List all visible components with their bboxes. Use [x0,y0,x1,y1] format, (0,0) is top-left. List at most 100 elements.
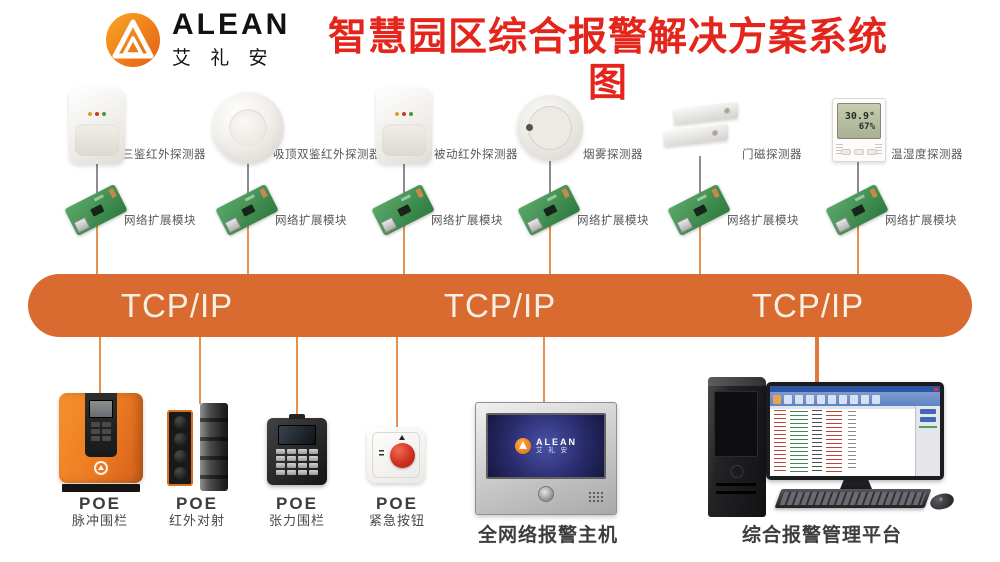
tension-screen [278,425,316,445]
alean-logo-icon [106,13,160,67]
connector-line [549,156,551,212]
label-marks [379,450,384,458]
led-indicators [395,112,413,116]
host-label: 全网络报警主机 [477,525,618,546]
tower-front-panel [714,391,758,457]
poe-ir-beam-device [167,403,233,491]
fence-base [62,484,140,492]
vent-grille [875,144,882,156]
connector-line [403,156,405,212]
beam-tower-front [167,410,193,486]
toolbar-icon [839,394,847,404]
module-label: 网络扩展模块 [275,215,347,227]
brand-name-cn: 艾 礼 安 [172,48,275,69]
network-alarm-host-device: ALEAN 艾 礼 安 [475,402,617,515]
detector-label: 三鉴红外探测器 [122,149,206,161]
detector-label: 烟雾探测器 [583,149,643,161]
toolbar-icon [850,394,858,404]
keyboard [774,489,932,508]
button-plate [372,432,420,478]
connector-line [396,337,398,428]
module-label: 网络扩展模块 [885,215,957,227]
toolbar-icon [828,394,836,404]
brand-logo: ALEAN 艾 礼 安 [104,10,290,70]
host-brand-name: ALEAN [536,437,577,447]
fence-screen [89,400,113,418]
led-indicators [88,112,106,116]
detector-pir-triple [69,88,125,164]
poe-device-label: POE 脉冲围栏 [60,495,140,529]
door-contact-bar [664,123,728,147]
app-toolbar [770,392,940,406]
arrow-mark [399,435,405,440]
host-round-button [538,486,554,502]
poe-label-line1: POE [276,494,318,513]
tcpip-label: TCP/IP [751,287,865,324]
detector-temp-humidity: 30.9° 67% [832,98,886,162]
poe-label-line2: 张力围栏 [268,513,325,528]
lcd-display: 30.9° 67% [837,103,881,139]
module-label: 网络扩展模块 [124,215,196,227]
poe-label-line1: POE [176,494,218,513]
tcpip-bus-bar: TCP/IP TCP/IP TCP/IP [28,274,972,337]
connector-line [99,337,101,394]
connector-line [699,156,701,212]
tcpip-label: TCP/IP [120,287,234,324]
poe-device-label: POE 红外对射 [157,495,237,529]
toolbar-icon [861,394,869,404]
connector-line [247,156,249,212]
poe-label-line2: 紧急按钮 [368,513,425,528]
poe-label-line2: 红外对射 [168,513,225,528]
tower-vent-slots [716,483,756,499]
poe-pulse-fence-device [59,393,143,492]
tcpip-label: TCP/IP [443,287,557,324]
connector-line [815,337,819,383]
detector-door-contact [664,100,742,158]
poe-emergency-button-device [367,427,425,483]
host-brand-name-cn: 艾 礼 安 [536,447,570,454]
device-buttons [841,149,877,155]
monitor-screen [770,386,940,476]
fence-control-panel [85,393,117,457]
vent-grille [836,144,843,156]
poe-device-label: POE 张力围栏 [257,495,337,529]
connector-line [296,337,298,419]
connector-line [857,208,859,276]
pir-lens [75,124,119,156]
host-screen: ALEAN 艾 礼 安 [486,413,606,479]
lcd-temperature: 30.9° [844,110,875,122]
app-side-panel [915,406,940,476]
door-contact-bar [674,101,738,125]
connector-line [403,208,405,276]
page-title: 智慧园区综合报警解决方案系统图 [327,16,888,105]
red-panic-button [390,443,415,468]
detector-ceiling-dual [212,92,284,164]
lcd-humidity: 67% [858,121,875,132]
toolbar-icon [795,394,803,404]
connector-line [543,337,545,403]
app-titlebar [770,386,940,392]
connector-line [857,156,859,212]
alean-logo-icon [94,461,108,475]
speaker-grille [588,491,603,502]
tower-emblem [730,465,744,478]
detector-smoke [517,95,583,161]
host-screen-brand: ALEAN 艾 礼 安 [536,437,577,455]
connector-line [199,337,201,404]
tower-top [708,377,766,386]
platform-label: 综合报警管理平台 [741,525,902,546]
toolbar-icon [773,394,781,404]
poe-label-line1: POE [376,494,418,513]
alean-logo-icon [515,438,531,454]
detector-label: 被动红外探测器 [434,149,518,161]
connector-line [699,208,701,276]
pc-tower [708,377,766,517]
module-label: 网络扩展模块 [727,215,799,227]
toolbar-icon [784,394,792,404]
detector-label: 温湿度探测器 [891,149,963,161]
module-label: 网络扩展模块 [577,215,649,227]
poe-device-label: POE 紧急按钮 [357,495,437,529]
detector-label: 吸顶双鉴红外探测器 [273,149,381,161]
toolbar-icon [806,394,814,404]
